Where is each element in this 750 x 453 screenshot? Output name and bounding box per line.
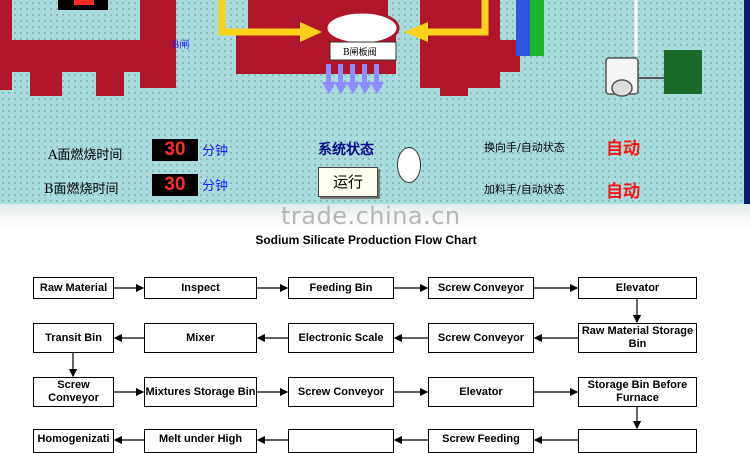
furnace-port bbox=[324, 10, 400, 46]
image-divider bbox=[0, 204, 750, 230]
step-mixer: Mixer bbox=[144, 323, 257, 353]
feeding-mode-state[interactable]: 自动 bbox=[606, 182, 640, 202]
step-feeding-bin: Feeding Bin bbox=[288, 277, 394, 299]
step-storage-bin-before-furnace: Storage Bin Before Furnace bbox=[578, 377, 697, 407]
flow-arrow-right-head bbox=[404, 22, 428, 42]
top-display-digit bbox=[74, 0, 94, 5]
b-burn-time-label: B面燃烧时间 bbox=[44, 182, 119, 197]
step-screw-conveyor-4: Screw Conveyor bbox=[288, 377, 394, 407]
scada-panel: ​ B闸 B闸板阀 A面燃烧时间 30 分钟 B面燃烧时间 30 分钟 系统状态… bbox=[0, 0, 750, 212]
step-raw-material: Raw Material bbox=[33, 277, 114, 299]
tank bbox=[664, 50, 702, 94]
pump-outlet bbox=[636, 68, 669, 79]
b-valve-label: B闸板阀 bbox=[343, 48, 377, 58]
status-indicator bbox=[397, 147, 421, 183]
furnace-left-tower bbox=[140, 0, 176, 88]
system-status-label: 系统状态 bbox=[318, 142, 374, 158]
b-tag-label: B闸 bbox=[172, 40, 190, 51]
step-transit-bin: Transit Bin bbox=[33, 323, 114, 353]
b-burn-time-unit: 分钟 bbox=[202, 179, 229, 194]
watermark-text: trade.china.cn bbox=[281, 202, 461, 230]
a-burn-time-unit: 分钟 bbox=[202, 144, 229, 159]
furnace-right-leg bbox=[440, 72, 468, 96]
a-burn-time-value: 30 bbox=[152, 139, 198, 161]
b-valve-box bbox=[329, 41, 397, 61]
reversing-mode-label: 换向手/自动状态 bbox=[484, 141, 565, 154]
flow-arrows bbox=[68, 283, 642, 445]
step-screw-conveyor-3: Screw Conveyor bbox=[33, 377, 114, 407]
a-burn-time-label: A面燃烧时间 bbox=[48, 148, 123, 163]
furnace-diagram bbox=[0, 0, 702, 97]
b-burn-time-value: 30 bbox=[152, 174, 198, 196]
step-inspect: Inspect bbox=[144, 277, 257, 299]
step-screw-conveyor-1: Screw Conveyor bbox=[428, 277, 534, 299]
step-electronic-scale: Electronic Scale bbox=[288, 323, 394, 353]
flow-chart: Sodium Silicate Production Flow Chart Ra… bbox=[0, 226, 750, 453]
flow-arrow-left bbox=[218, 0, 300, 36]
furnace-left-edge bbox=[0, 0, 12, 90]
step-elevator-1: Elevator bbox=[578, 277, 697, 299]
blue-pipe bbox=[516, 0, 530, 56]
panel-right-border bbox=[744, 0, 750, 212]
flow-arrow-left-head bbox=[300, 22, 322, 42]
step-mixtures-storage-bin: Mixtures Storage Bin bbox=[144, 377, 257, 407]
run-button[interactable]: 运行 bbox=[318, 167, 378, 197]
green-pipe bbox=[530, 0, 544, 56]
flow-chart-title: Sodium Silicate Production Flow Chart bbox=[255, 233, 477, 247]
furnace-left-leg2 bbox=[96, 72, 124, 96]
pump-motor bbox=[611, 79, 633, 97]
reversing-mode-state[interactable]: 自动 bbox=[606, 139, 640, 159]
step-screw-conveyor-2: Screw Conveyor bbox=[428, 323, 534, 353]
furnace-left-leg bbox=[30, 72, 62, 96]
burner-nozzles bbox=[322, 64, 384, 94]
feeding-mode-label: 加料手/自动状态 bbox=[484, 183, 565, 196]
flow-arrow-right bbox=[428, 0, 489, 36]
furnace-right-body bbox=[420, 40, 520, 72]
step-elevator-2: Elevator bbox=[428, 377, 534, 407]
step-raw-material-storage-bin: Raw Material Storage Bin bbox=[578, 323, 697, 353]
